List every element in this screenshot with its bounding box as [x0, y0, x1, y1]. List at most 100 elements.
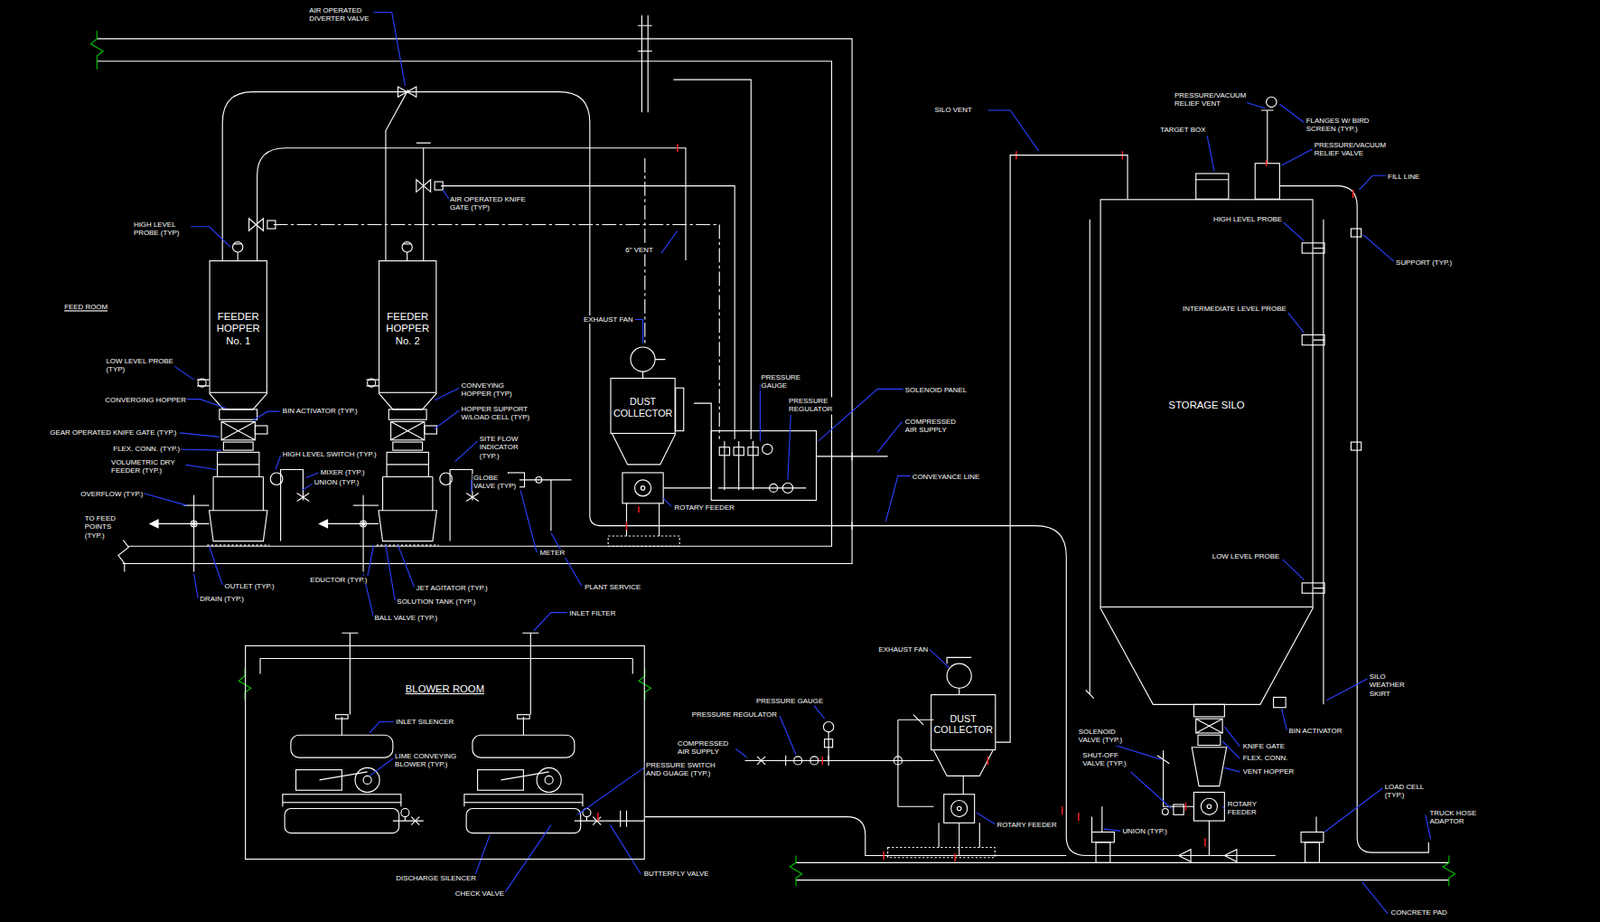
drawing-circle — [762, 443, 773, 454]
node-label: DUST COLLECTOR — [613, 395, 673, 420]
callout-label: LOW LEVEL PROBE — [1211, 552, 1282, 561]
drawing-use — [464, 714, 606, 833]
drawing-path — [1157, 749, 1195, 806]
leader-line — [397, 544, 414, 587]
drawing-path — [605, 820, 646, 822]
callout-label: VOLUMETRIC DRY FEEDER (TYP.) — [110, 458, 187, 476]
drawing-rect — [1273, 696, 1287, 707]
callout-label: AIR OPERATED KNIFE GATE (TYP) — [449, 195, 529, 213]
drawing-rect — [1300, 832, 1324, 843]
leader-line — [1324, 787, 1383, 833]
drawing-circle — [782, 482, 793, 493]
drawing-rect — [1254, 163, 1280, 200]
callout-label: BALL VALVE (TYP.) — [373, 613, 439, 622]
drawing-circle — [769, 483, 778, 492]
callout-label: UNION (TYP.) — [1121, 826, 1169, 835]
drawing-path — [745, 759, 935, 761]
leader-line — [363, 12, 405, 86]
drawing-path — [1196, 178, 1229, 180]
drawing-path — [673, 79, 751, 440]
callout-label: GLOBE VALVE (TYP) — [472, 473, 520, 491]
drawing-path — [1178, 849, 1237, 862]
callout-label: KNIFE GATE — [1242, 741, 1287, 750]
callout-label: PRESSURE/VACUUM RELIEF VENT — [1173, 92, 1247, 110]
drawing-rect — [944, 794, 975, 824]
callout-label: OVERFLOW (TYP.) — [79, 489, 145, 498]
callout-label: 6" VENT — [624, 245, 655, 254]
drawing-path — [1279, 186, 1429, 853]
callout-label: SILO VENT — [933, 105, 974, 114]
leader-line — [1283, 222, 1305, 241]
leader-line — [209, 545, 224, 585]
callout-label: INLET SILENCER — [394, 717, 455, 726]
drawing-path — [96, 61, 832, 546]
callout-label: TARGET BOX — [1159, 125, 1208, 134]
drawing-path — [1100, 607, 1314, 704]
node-label: DUST COLLECTOR — [934, 711, 993, 736]
callout-label: METER — [538, 549, 566, 558]
callout-label: SUPPORT (TYP.) — [1394, 258, 1453, 267]
drawing-path — [260, 658, 633, 674]
leader-line — [369, 757, 393, 776]
callout-label: CONVEYING HOPPER (TYP) — [459, 381, 525, 399]
leader-line — [275, 455, 281, 470]
callout-label: FILL LINE — [1386, 172, 1422, 181]
drawing-rect — [824, 739, 833, 748]
callout-label: CHECK VALVE — [454, 888, 506, 898]
drawing-rect — [608, 535, 680, 546]
drawing-path — [1442, 854, 1456, 886]
drawing-path — [637, 15, 653, 113]
callout-label: FLEX. CONN. — [1242, 754, 1290, 763]
drawing-rect — [267, 220, 276, 229]
callout-label: HIGH LEVEL SWITCH (TYP.) — [281, 449, 378, 459]
drawing-path — [118, 538, 129, 571]
drawing-circle — [635, 479, 652, 496]
drawing-circle — [535, 476, 543, 483]
callout-label: FLEX. CONN. (TYP.) — [112, 444, 181, 453]
drawing-path — [645, 816, 1067, 856]
drawing-path — [598, 143, 1354, 861]
drawing-polygon — [397, 86, 416, 97]
callout-label: EDUCTOR (TYP.) — [308, 575, 368, 584]
node-label: FEEDER HOPPER No. 2 — [383, 309, 433, 347]
callout-label: UNION (TYP.) — [313, 478, 361, 487]
drawing-path — [612, 433, 676, 465]
drawing-rect — [711, 430, 816, 501]
drawing-rect — [1193, 791, 1225, 821]
drawing-path — [620, 810, 627, 827]
drawing-path — [933, 749, 993, 776]
leader-line — [551, 533, 582, 587]
drawing-path — [91, 30, 104, 70]
node-label: FEEDER HOPPER No. 1 — [213, 309, 263, 347]
callout-label: ROTARY FEEDER — [673, 503, 736, 512]
drawing-path — [1313, 247, 1325, 588]
leader-line — [1207, 135, 1215, 172]
leader-line — [183, 464, 216, 470]
leader-line — [533, 612, 568, 631]
leader-line — [505, 824, 552, 893]
node-label: STORAGE SILO — [1169, 398, 1245, 412]
callout-label: COMPRESSED AIR SUPPLY — [676, 739, 737, 757]
drawing-polygon — [249, 218, 264, 232]
drawing-path — [416, 142, 431, 261]
leader-line — [434, 387, 459, 401]
drawing-path — [946, 656, 972, 664]
drawing-rect — [675, 387, 684, 431]
callout-label: SOLENOID PANEL — [904, 385, 969, 394]
drawing-circle — [630, 346, 655, 372]
callout-label: PRESSURE REGULATOR — [691, 710, 778, 719]
drawing-rect — [1350, 228, 1361, 237]
drawing-path — [757, 755, 829, 766]
drawing-path — [273, 224, 721, 439]
callout-label: ROTARY FEEDER — [1226, 799, 1270, 817]
drawing-circle — [1207, 804, 1212, 809]
drawing-path — [385, 89, 409, 261]
drawing-path — [1261, 110, 1274, 164]
drawing-path — [938, 775, 980, 855]
callout-label: DRAIN (TYP.) — [198, 594, 245, 603]
dust-collector: DUST COLLECTOR — [609, 377, 675, 434]
leader-line — [442, 189, 450, 199]
